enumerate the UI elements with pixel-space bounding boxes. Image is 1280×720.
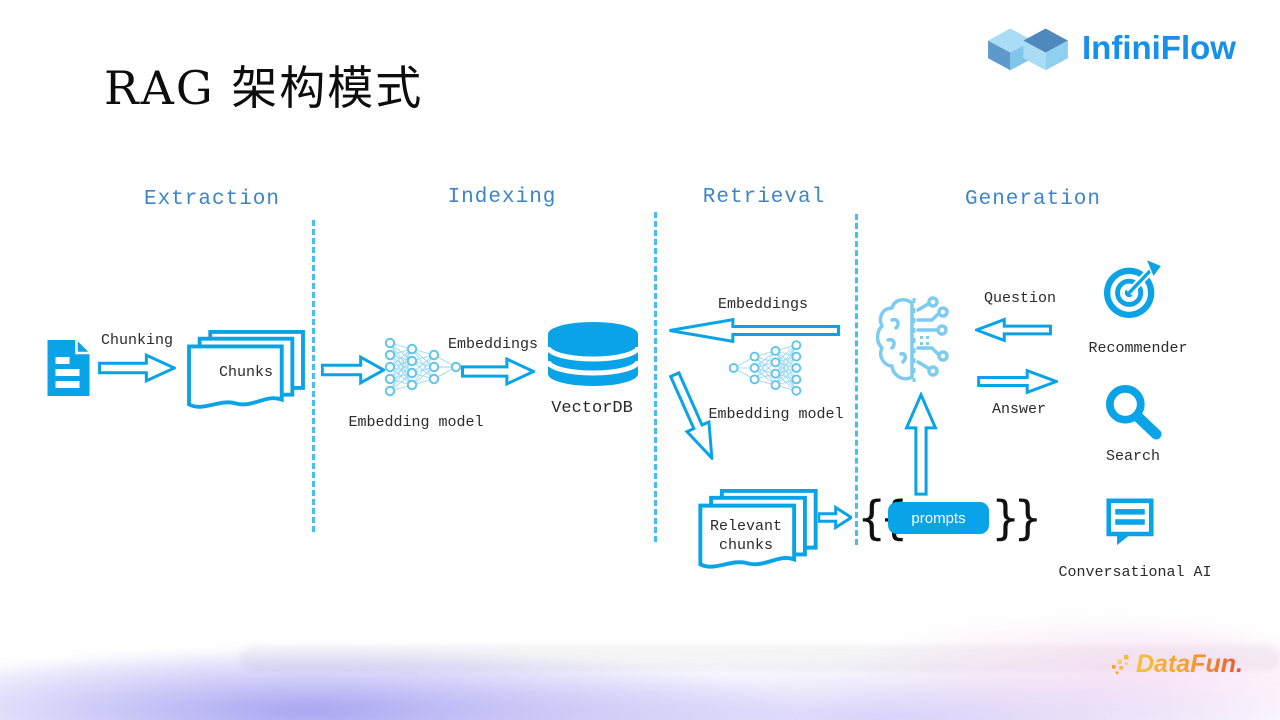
neural-network-icon [383,334,463,400]
target-dart-icon [1103,257,1163,319]
chunking-arrow-icon [98,352,176,384]
prompts-badge: prompts [888,502,989,534]
section-header-extraction: Extraction [143,188,281,211]
infinity-logo-icon [986,22,1070,74]
chunks-label: Chunks [218,364,273,381]
to-embedding-model-arrow-icon [321,354,385,386]
document-icon [45,338,92,398]
database-icon [546,321,640,387]
footer-brand-name: DataFun. [1136,650,1243,678]
brand-logo: InfiniFlow [986,22,1236,74]
embedding-model-label-indexing: Embedding model [348,414,484,431]
pixel-cluster-icon [1112,653,1134,677]
embedding-model-label-retrieval: Embedding model [708,406,844,423]
close-brace: }} [991,491,1042,545]
brand-name: InfiniFlow [1082,29,1236,66]
chat-bubble-icon [1105,498,1155,546]
chunks-to-prompts-arrow-icon [818,505,852,530]
divider-indexing-retrieval [654,212,657,542]
prompts-to-brain-arrow-icon [904,392,938,496]
relevant-chunks-stack-icon [696,489,820,575]
embeddings-to-vectordb-arrow-icon [666,317,842,344]
footer-logo: DataFun. [1112,650,1243,679]
neural-network-icon-retrieval [727,336,803,400]
relevant-chunks-line2: chunks [718,537,773,554]
embeddings-label-retrieval: Embeddings [718,296,809,313]
vectordb-label: VectorDB [551,399,633,418]
chunking-label: Chunking [100,332,173,349]
answer-label: Answer [991,401,1046,418]
relevant-chunks-label: Relevant chunks [700,517,792,555]
chunks-stack-icon [185,330,307,415]
recommender-label: Recommender [1088,340,1188,357]
page-title: RAG 架构模式 [104,61,424,115]
divider-retrieval-generation [855,214,858,545]
divider-extraction-indexing [312,220,315,532]
relevant-chunks-line1: Relevant [709,518,782,535]
magnifier-icon [1103,384,1163,440]
question-label: Question [984,290,1057,307]
search-label: Search [1105,448,1160,465]
vectordb-to-chunks-arrow-icon [660,367,726,466]
question-arrow-icon [975,317,1052,343]
section-header-retrieval: Retrieval [702,186,826,209]
embeddings-label-indexing: Embeddings [448,336,539,353]
to-vectordb-arrow-icon [461,356,535,387]
conversational-ai-label: Conversational AI [1058,564,1212,581]
section-header-indexing: Indexing [447,186,557,209]
section-header-generation: Generation [964,188,1102,211]
brain-circuit-icon [876,296,952,384]
answer-arrow-icon [977,368,1058,395]
